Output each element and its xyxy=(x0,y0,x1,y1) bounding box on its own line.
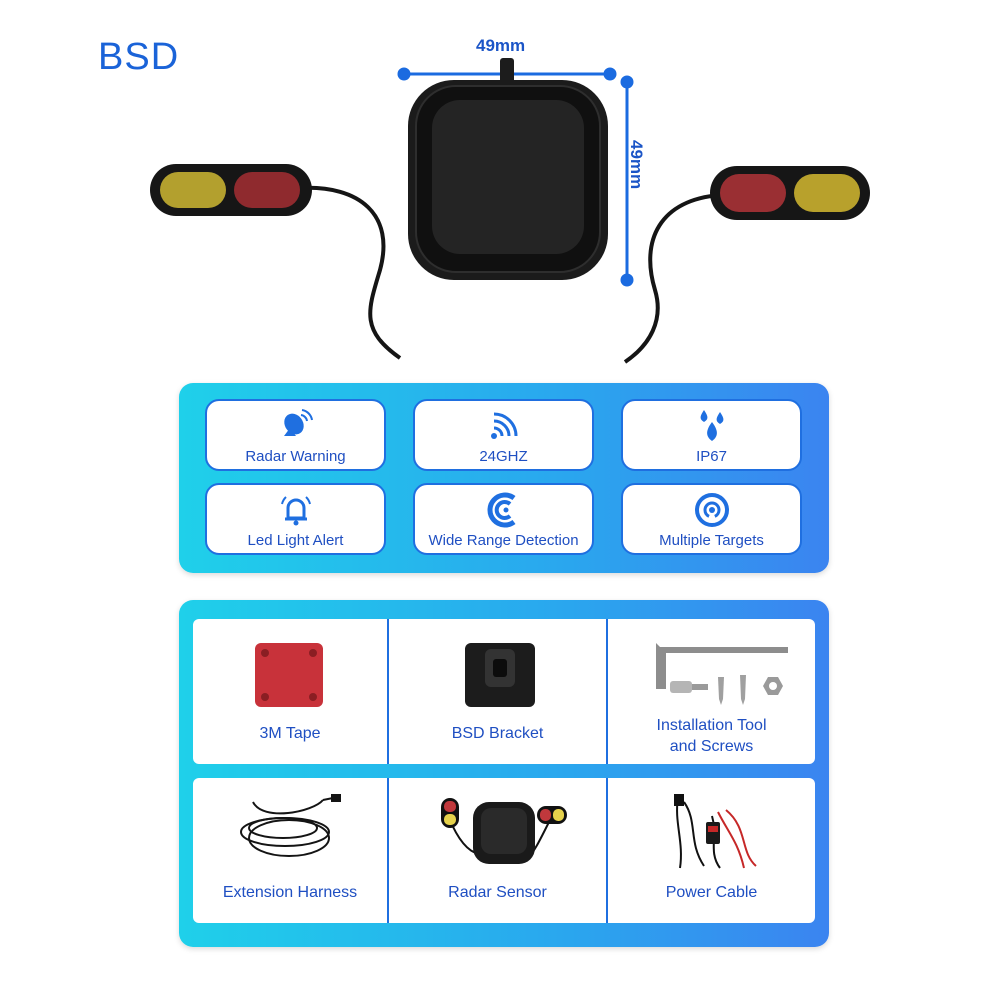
width-dimension-label: 49mm xyxy=(476,36,526,55)
right-led-indicator xyxy=(710,166,870,220)
product-illustration xyxy=(150,58,870,364)
bracket-icon xyxy=(465,643,535,707)
feature-label: Led Light Alert xyxy=(247,532,344,549)
range-arc-icon xyxy=(487,492,515,528)
left-led-indicator xyxy=(150,164,312,216)
package-label: Extension Harness xyxy=(222,884,358,901)
alarm-bell-icon xyxy=(280,496,311,526)
feature-multiple-targets: Multiple Targets xyxy=(621,483,802,555)
tape-pad-icon xyxy=(255,643,323,707)
page-title: BSD xyxy=(98,36,180,78)
radar-sensor-body xyxy=(408,80,608,280)
power-cable-icon xyxy=(674,794,757,869)
package-item-radar-sensor: Radar Sensor xyxy=(389,778,608,923)
right-indicator-cable xyxy=(623,193,721,364)
package-item-bsd-bracket: BSD Bracket xyxy=(389,619,608,764)
package-item-3m-tape: 3M Tape xyxy=(193,619,389,764)
feature-label: IP67 xyxy=(696,448,727,465)
package-label: Radar Sensor xyxy=(448,884,547,901)
height-dimension-label: 49mm xyxy=(627,140,646,190)
left-indicator-cable xyxy=(299,185,402,360)
radar-sensor-icon xyxy=(441,798,567,864)
features-panel: Radar Warning 24GHZ IP67 xyxy=(179,383,829,573)
package-item-power-cable: Power Cable xyxy=(608,778,815,923)
feature-wide-range-detection: Wide Range Detection xyxy=(413,483,594,555)
height-dimension-line xyxy=(620,75,634,287)
radar-dish-icon xyxy=(283,409,313,436)
feature-label: Multiple Targets xyxy=(659,532,764,549)
feature-ip67: IP67 xyxy=(621,399,802,471)
package-label-line: Installation Tool xyxy=(656,717,767,734)
package-item-extension-harness: Extension Harness xyxy=(193,778,389,923)
tool-screws-icon xyxy=(656,643,788,705)
feature-radar-warning: Radar Warning xyxy=(205,399,386,471)
feature-24ghz: 24GHZ xyxy=(413,399,594,471)
package-label: Power Cable xyxy=(665,884,758,901)
water-drops-icon xyxy=(700,410,723,441)
harness-cable-icon xyxy=(240,794,341,857)
feature-label: Radar Warning xyxy=(245,448,346,465)
package-item-installation-tool: Installation Tool and Screws xyxy=(608,619,815,764)
package-label: Installation Tool and Screws xyxy=(608,715,815,757)
package-label: 3M Tape xyxy=(259,725,321,742)
signal-waves-icon xyxy=(490,412,517,439)
package-label: BSD Bracket xyxy=(451,725,544,742)
feature-label: 24GHZ xyxy=(479,448,528,465)
feature-led-light-alert: Led Light Alert xyxy=(205,483,386,555)
feature-label: Wide Range Detection xyxy=(428,532,579,549)
target-icon xyxy=(694,493,729,527)
package-contents-panel: 3M Tape BSD Bracket Installation Tool xyxy=(179,600,829,947)
package-label-line: and Screws xyxy=(669,738,754,755)
